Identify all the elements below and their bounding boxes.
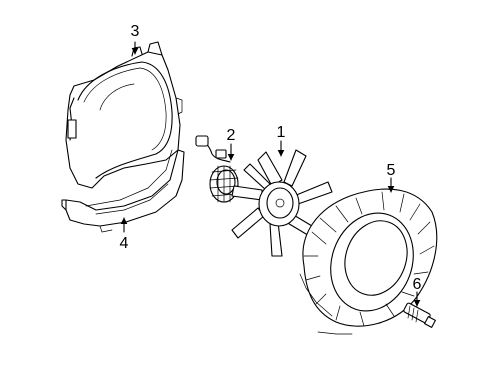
lower-fan-shroud xyxy=(61,149,185,233)
fastener xyxy=(403,302,436,328)
callout-1: 1 xyxy=(277,124,286,141)
callout-5: 5 xyxy=(387,162,396,179)
callout-4: 4 xyxy=(120,235,129,252)
fan-clutch xyxy=(209,165,239,203)
upper-fan-shroud xyxy=(65,41,183,189)
fan-clutch-sensor xyxy=(195,135,231,163)
fan-blade xyxy=(231,149,333,257)
callout-3: 3 xyxy=(131,23,140,40)
callout-2: 2 xyxy=(227,127,236,144)
leader-lines xyxy=(120,41,421,307)
fan-shroud xyxy=(299,188,438,335)
callout-6: 6 xyxy=(413,276,422,293)
